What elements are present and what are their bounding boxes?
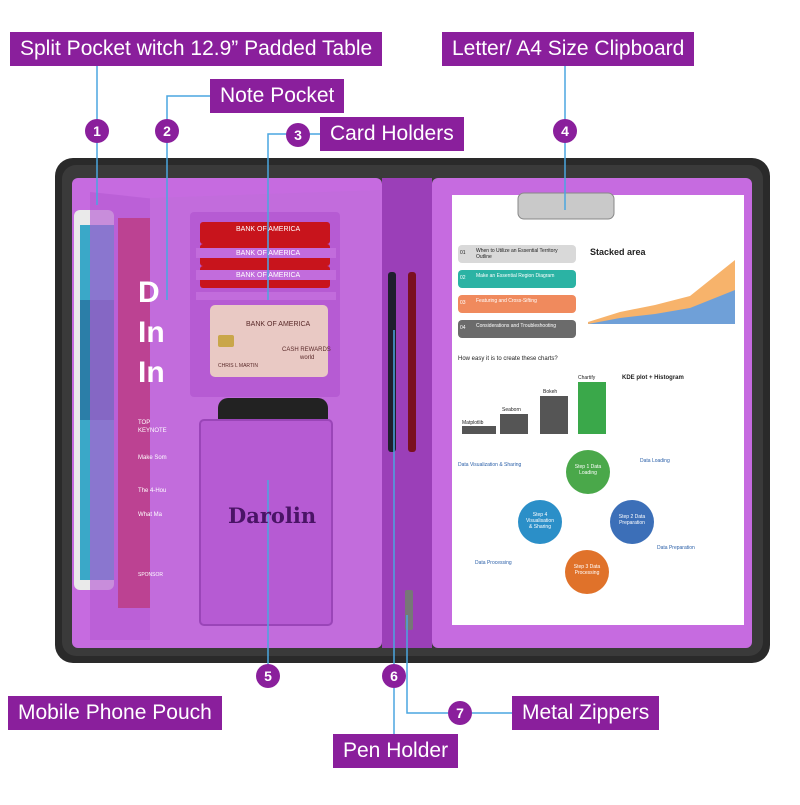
- book-letter-2: In: [138, 316, 165, 349]
- book-letter-3: In: [138, 356, 165, 389]
- sheet-cycle-1: Step 1 Data Loading: [574, 464, 602, 476]
- sheet-step-num-3: 03: [460, 300, 466, 306]
- phone-pouch: [199, 419, 333, 626]
- sheet-bar-2: Seaborn: [502, 407, 521, 413]
- sheet-bar-3: Bokeh: [543, 389, 558, 395]
- book-small-6: SPONSOR: [138, 572, 164, 578]
- sheet-note-2: Data Loading: [640, 458, 670, 464]
- credit-card: [210, 305, 328, 377]
- sheet-step-1: When to Utilize an Essential Territory O…: [476, 248, 558, 260]
- cycle-step-4: [518, 500, 562, 544]
- callout-1-marker: 1: [85, 119, 109, 143]
- sheet-step-4: Considerations and Troubleshooting: [476, 323, 557, 329]
- sheet-cycle-3: Step 3 Data Processing: [573, 564, 601, 576]
- book-small-4: The 4-Hou: [138, 488, 167, 494]
- sheet-step-num-4: 04: [460, 325, 466, 331]
- callout-lines: [96, 66, 566, 735]
- sheet-step-num-2: 02: [460, 275, 466, 281]
- sheet-cycle-2: Step 2 Data Preparation: [618, 514, 646, 526]
- callout-4-label: Letter/ A4 Size Clipboard: [442, 32, 695, 66]
- card-bank-main: BANK OF AMERICA: [246, 321, 311, 328]
- pen-1: [388, 272, 396, 452]
- zipper-pull: [405, 590, 413, 630]
- callout-2-label: Note Pocket: [210, 79, 345, 113]
- callout-1-label: Split Pocket witch 12.9” Padded Table: [10, 32, 383, 66]
- card-rewards: CASH REWARDS: [282, 347, 331, 353]
- sheet-note-1: Data Visualization & Sharing: [458, 462, 522, 468]
- sheet-kde-title: KDE plot + Histogram: [622, 375, 684, 381]
- cycle-step-2: [610, 500, 654, 544]
- sheet-bar-4: Chartify: [578, 375, 596, 381]
- callout-5-marker: 5: [256, 664, 280, 688]
- card-bank-3: BANK OF AMERICA: [236, 272, 301, 279]
- card-network: world: [300, 355, 315, 361]
- cycle-step-1: [566, 450, 610, 494]
- callout-3-marker: 3: [286, 123, 310, 147]
- sheet-step-2: Make an Essential Region Diagram: [476, 273, 555, 279]
- callout-3-label: Card Holders: [320, 117, 464, 151]
- card-holder: CHRIS L MARTIN: [218, 363, 259, 369]
- callout-2-marker: 2: [155, 119, 179, 143]
- brand-logo: Darolin: [228, 503, 317, 528]
- book-small-2: KEYNOTE: [138, 428, 167, 434]
- sheet-question: How easy it is to create these charts?: [458, 356, 558, 362]
- sheet-step-num-1: 01: [460, 250, 466, 256]
- book-small-1: TOP: [138, 420, 151, 426]
- callout-7-marker: 7: [448, 701, 472, 725]
- callout-6-label: Pen Holder: [333, 734, 459, 768]
- sheet-stacked-title: Stacked area: [590, 247, 646, 257]
- card-bank-1: BANK OF AMERICA: [236, 226, 301, 233]
- sheet-bar-1: Matplotlib: [462, 420, 484, 426]
- clipboard-clip: [517, 192, 615, 220]
- sheet-note-3: Data Preparation: [657, 545, 695, 551]
- callout-6-marker: 6: [382, 664, 406, 688]
- card-bank-2: BANK OF AMERICA: [236, 250, 301, 257]
- callout-4-marker: 4: [553, 119, 577, 143]
- sheet-note-4: Data Processing: [475, 560, 512, 566]
- callout-5-label: Mobile Phone Pouch: [8, 696, 222, 730]
- callout-7-label: Metal Zippers: [512, 696, 660, 730]
- book-small-3: Make Som: [138, 455, 167, 461]
- book-small-5: What Ma: [138, 512, 163, 518]
- sheet-step-3: Featuring and Cross-Sifting: [476, 298, 537, 304]
- book-letter-1: D: [138, 276, 160, 309]
- pen-2: [408, 272, 416, 452]
- cycle-step-3: [565, 550, 609, 594]
- sheet-cycle-4: Step 4 Visualisation & Sharing: [526, 512, 554, 530]
